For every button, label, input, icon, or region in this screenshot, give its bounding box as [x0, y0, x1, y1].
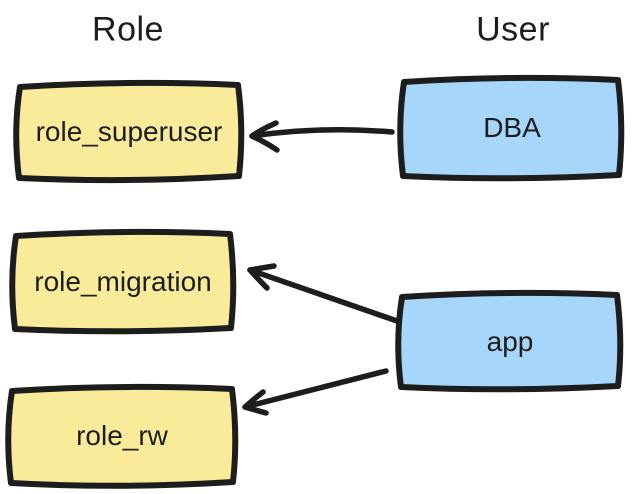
- user-app-label: app: [486, 326, 534, 357]
- column-title-role: Role: [92, 10, 164, 49]
- arrow-app-to-role-migration: [247, 263, 400, 324]
- user-dba-label: DBA: [483, 112, 541, 143]
- role-rw-label: role_rw: [76, 420, 168, 451]
- role-migration-label: role_migration: [34, 266, 212, 297]
- role-superuser-box: [13, 79, 245, 184]
- user-app-box: [395, 289, 624, 393]
- user-dba-box: [397, 74, 625, 182]
- role-rw-box: [5, 383, 239, 489]
- role-migration-box: [9, 228, 237, 335]
- column-title-user: User: [476, 10, 550, 49]
- arrow-dba-to-role-superuser: [249, 120, 395, 153]
- arrow-app-to-role-rw: [242, 368, 389, 416]
- role-superuser-label: role_superuser: [35, 116, 223, 147]
